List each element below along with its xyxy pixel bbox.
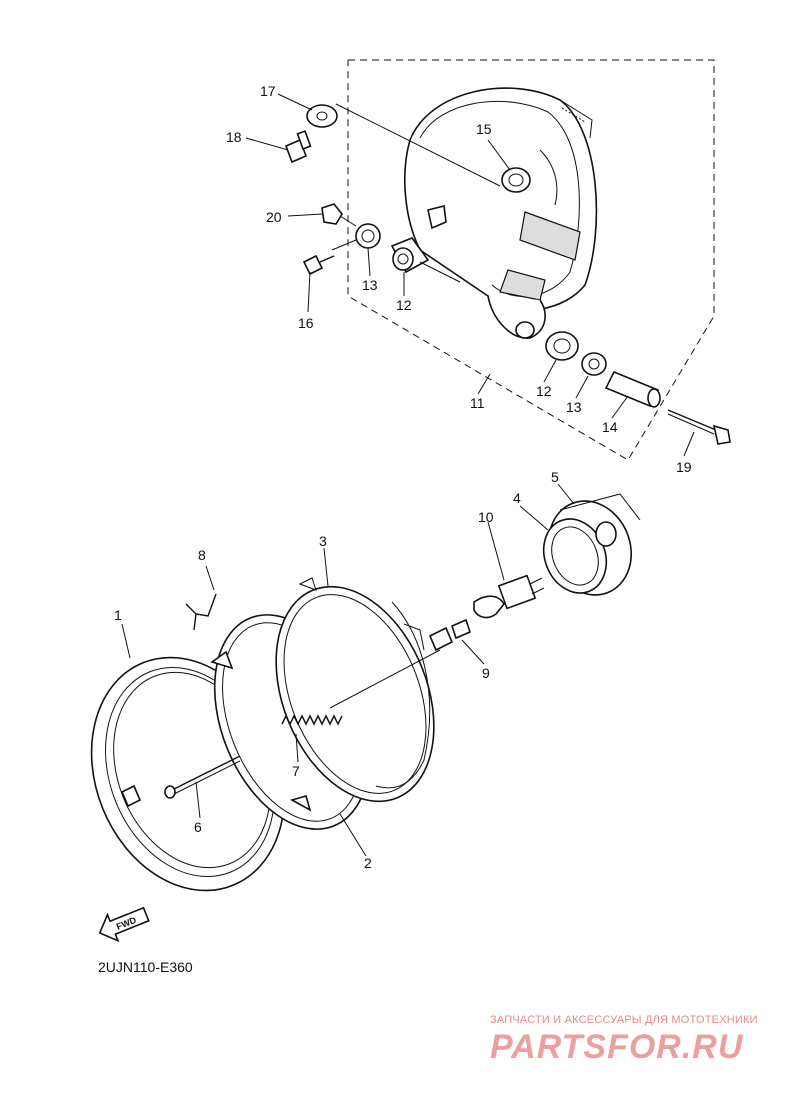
headlight-lens-3 [275,577,435,803]
screw-16 [302,254,335,276]
grommet-12-upper [390,237,430,274]
callout-15: 15 [476,121,492,137]
callout-12-lower: 12 [536,383,552,399]
callout-14: 14 [602,419,618,435]
callout-4: 4 [513,490,521,506]
callout-labels: 1 2 3 4 5 6 7 8 9 10 11 12 12 13 13 14 1… [114,83,692,871]
callout-2: 2 [364,855,372,871]
callout-18: 18 [226,129,242,145]
callout-11: 11 [470,395,485,411]
callout-6: 6 [194,819,202,835]
nut-20 [321,203,357,227]
callout-3: 3 [319,533,327,549]
watermark-tagline: ЗАПЧАСТИ И АКСЕССУАРЫ ДЛЯ МОТОТЕХНИКИ [490,1014,758,1026]
bulb-10 [473,574,545,619]
bulb-cover-4-5 [542,493,641,596]
adjust-screw-6 [164,755,241,799]
callout-19: 19 [676,459,692,475]
callout-16: 16 [298,315,314,331]
socket-9 [428,618,471,652]
callout-20: 20 [266,209,282,225]
callout-17: 17 [260,83,276,99]
bolt-18 [284,130,312,164]
callout-12-upper: 12 [396,297,412,313]
callout-5: 5 [551,469,559,485]
grommet-13-lower [581,352,607,376]
callout-1: 1 [114,607,122,623]
leader-lines [121,93,695,857]
watermark-logo: PARTSFOR.RU [490,1028,744,1066]
callout-10: 10 [478,509,494,525]
callout-9: 9 [482,665,490,681]
bolt-19 [667,409,731,445]
callout-8: 8 [198,547,206,563]
fwd-arrow-icon: FWD [98,906,150,943]
grommet-13-upper [355,223,381,249]
washer-17 [306,104,338,128]
clip-8 [185,593,217,631]
headlight-housing [404,87,598,339]
spring-7 [281,649,441,726]
watermark: ЗАПЧАСТИ И АКСЕССУАРЫ ДЛЯ МОТОТЕХНИКИ PA… [490,1014,758,1066]
housing-group-frame [347,59,715,461]
collar-14 [604,370,661,408]
callout-13-lower: 13 [566,399,582,415]
drawing-code: 2UJN110-E360 [98,959,193,975]
callout-7: 7 [292,763,300,779]
grommet-12-lower [545,331,579,361]
callout-13-upper: 13 [362,277,378,293]
